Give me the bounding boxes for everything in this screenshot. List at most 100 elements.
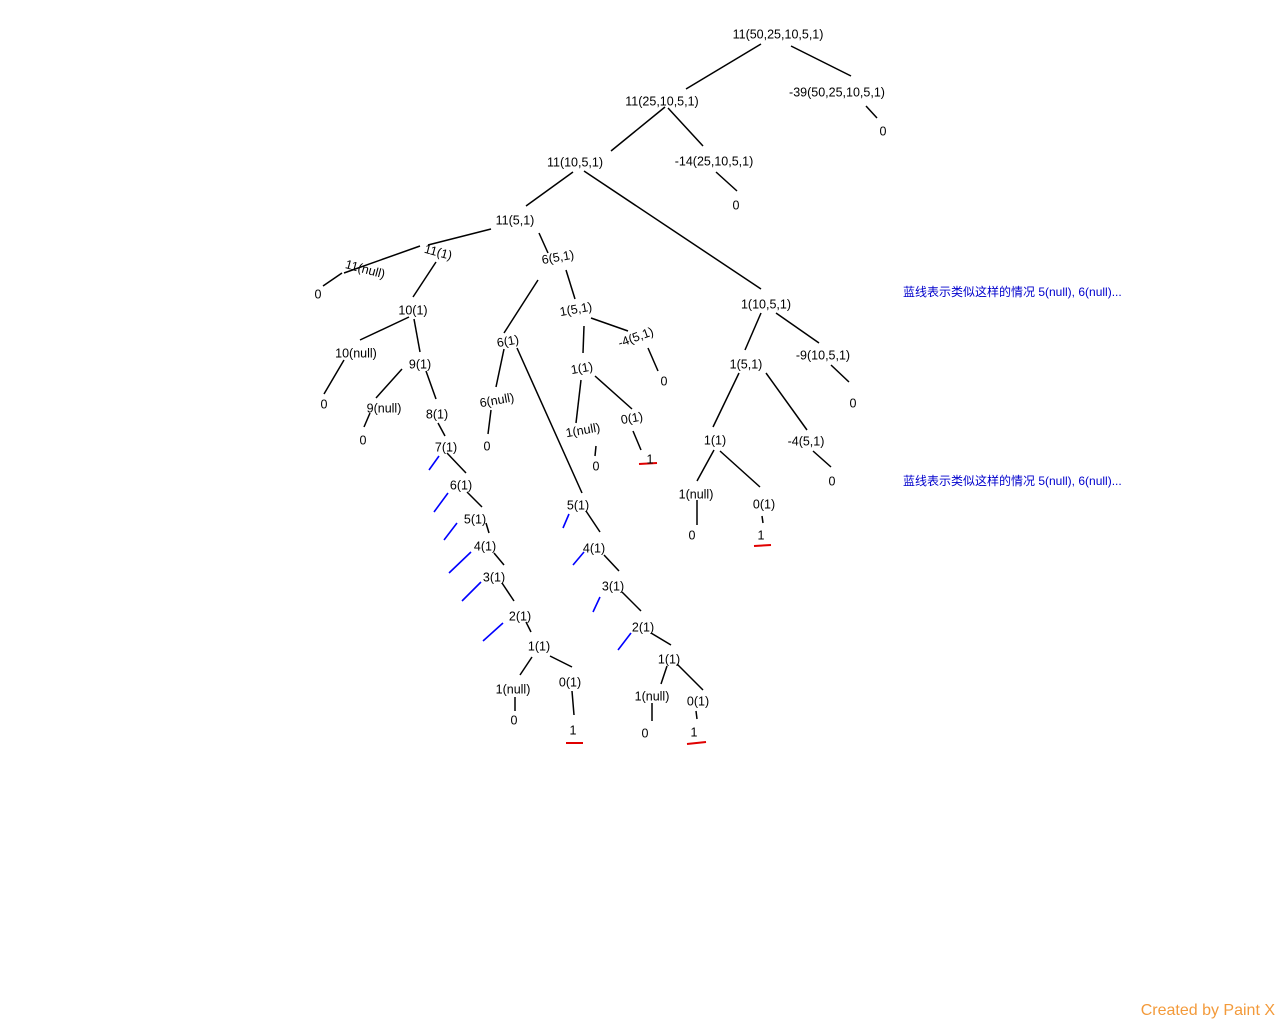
tree-node-n52: -9(10,5,1) xyxy=(796,348,850,362)
tree-node-n46: 1(1) xyxy=(570,359,594,377)
tree-node-n20: 7(1) xyxy=(435,440,457,454)
tree-edge-34 xyxy=(585,510,601,533)
null-branch-marker-8 xyxy=(592,596,601,613)
tree-edge-42 xyxy=(565,269,576,300)
tree-edge-6 xyxy=(525,171,574,207)
tree-node-n41: 0(1) xyxy=(687,694,709,708)
tree-edges xyxy=(322,43,878,721)
success-marker-3 xyxy=(686,741,707,745)
tree-edge-41 xyxy=(695,710,698,720)
tree-edge-24 xyxy=(501,582,515,602)
tree-node-n56: 0 xyxy=(829,474,836,488)
tree-node-n51: 1(5,1) xyxy=(730,357,763,371)
tree-node-n58: 0 xyxy=(689,528,696,542)
tree-edge-1 xyxy=(790,45,852,77)
tree-node-n50: 1 xyxy=(647,452,654,466)
tree-node-n1: 11(25,10,5,1) xyxy=(625,94,698,108)
tree-node-n27: 1(null) xyxy=(496,682,531,696)
tree-node-n34: 5(1) xyxy=(567,498,589,512)
tree-edge-13 xyxy=(359,316,410,341)
tree-edge-46 xyxy=(575,379,582,424)
tree-node-n43: 1(5,1) xyxy=(559,300,594,319)
tree-node-n12: 0 xyxy=(315,287,322,301)
tree-node-n5: -14(25,10,5,1) xyxy=(675,154,754,168)
tree-node-n60: 1 xyxy=(758,528,765,542)
tree-node-n31: 6(1) xyxy=(496,332,520,350)
tree-edge-51 xyxy=(775,312,820,344)
tree-edge-5 xyxy=(715,171,738,192)
null-branch-marker-2 xyxy=(443,522,458,541)
tree-node-n10: 6(5,1) xyxy=(541,248,576,267)
tree-edge-47 xyxy=(594,445,597,457)
tree-edge-16 xyxy=(375,368,403,399)
tree-edge-12 xyxy=(412,261,437,298)
tree-node-n28: 0 xyxy=(511,713,518,727)
tree-node-n2: -39(50,25,10,5,1) xyxy=(789,85,885,99)
tree-edge-49 xyxy=(632,430,642,451)
null-branch-marker-1 xyxy=(433,492,449,513)
tree-edge-57 xyxy=(719,450,761,488)
tree-edge-31 xyxy=(495,348,505,388)
success-markers xyxy=(566,462,772,745)
tree-edge-9 xyxy=(538,232,549,254)
tree-edge-37 xyxy=(650,632,672,646)
tree-edge-35 xyxy=(603,554,620,572)
null-branch-marker-5 xyxy=(482,622,504,642)
tree-edge-50 xyxy=(744,312,762,351)
tree-node-n13: 10(1) xyxy=(398,303,427,317)
tree-node-n23: 4(1) xyxy=(474,539,496,553)
tree-edge-10 xyxy=(343,245,421,274)
tree-node-n40: 0 xyxy=(642,726,649,740)
tree-edge-39 xyxy=(676,663,704,691)
tree-node-n21: 6(1) xyxy=(450,478,472,492)
tree-edge-36 xyxy=(621,591,642,612)
tree-edge-38 xyxy=(660,665,668,685)
tree-node-n48: 0 xyxy=(593,459,600,473)
tree-node-n35: 4(1) xyxy=(583,541,605,555)
tree-node-n17: 9(null) xyxy=(367,401,402,415)
tree-node-n37: 2(1) xyxy=(632,620,654,634)
tree-node-n36: 3(1) xyxy=(602,579,624,593)
tree-node-n4: 11(10,5,1) xyxy=(547,155,603,169)
tree-edge-14 xyxy=(323,359,345,395)
tree-edge-15 xyxy=(413,318,421,353)
tree-node-n16: 9(1) xyxy=(409,357,431,371)
tree-edge-3 xyxy=(610,106,666,152)
tree-edge-32 xyxy=(487,409,492,435)
tree-node-n24: 3(1) xyxy=(483,570,505,584)
tree-node-n22: 5(1) xyxy=(464,512,486,526)
tree-edge-56 xyxy=(696,449,715,482)
tree-edge-45 xyxy=(582,325,585,354)
tree-edge-23 xyxy=(493,552,505,566)
watermark-text: Created by Paint X xyxy=(1141,1002,1276,1019)
null-branch-marker-4 xyxy=(461,581,482,602)
tree-edge-18 xyxy=(425,370,437,400)
tree-edge-59 xyxy=(761,515,764,524)
tree-node-n19: 8(1) xyxy=(426,407,448,421)
tree-node-n15: 0 xyxy=(321,397,328,411)
tree-edge-19 xyxy=(437,422,446,437)
tree-node-n14: 10(null) xyxy=(335,346,377,360)
tree-node-labels: 11(50,25,10,5,1)11(25,10,5,1)-39(50,25,1… xyxy=(315,27,887,740)
tree-node-n38: 1(1) xyxy=(658,652,680,666)
tree-edge-29 xyxy=(571,690,575,716)
tree-node-n53: 0 xyxy=(850,396,857,410)
tree-edge-55 xyxy=(812,450,832,468)
tree-edge-52 xyxy=(830,364,850,383)
tree-node-n18: 0 xyxy=(360,433,367,447)
tree-node-n57: 1(null) xyxy=(679,487,714,501)
tree-edge-4 xyxy=(667,107,704,147)
tree-node-n26: 1(1) xyxy=(528,639,550,653)
tree-node-n42: 1 xyxy=(691,725,698,739)
null-branch-marker-0 xyxy=(428,455,440,471)
tree-node-n55: -4(5,1) xyxy=(788,434,825,448)
tree-node-n9: 11(1) xyxy=(423,242,454,263)
tree-node-n45: 0 xyxy=(661,374,668,388)
tree-node-n54: 1(1) xyxy=(704,433,726,447)
tree-edge-33 xyxy=(516,347,583,494)
success-marker-0 xyxy=(638,462,658,465)
legend-note-2: 蓝线表示类似这样的情况 5(null), 6(null)... xyxy=(903,473,1122,488)
tree-edge-26 xyxy=(519,656,533,676)
tree-edge-7 xyxy=(583,170,762,290)
